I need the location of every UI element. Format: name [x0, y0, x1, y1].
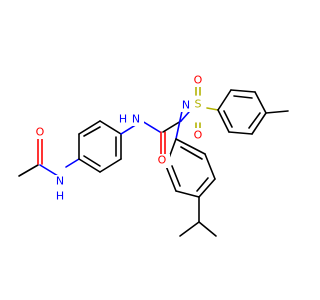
- ring2-bond-6: [217, 109, 230, 133]
- bond-acetyl-c-n: [39, 164, 59, 177]
- atom-oxygen-sulfonyl-bottom: O: [194, 129, 203, 142]
- bond-n-ring3: [175, 110, 183, 140]
- ring2-inner-1: [233, 95, 253, 99]
- ring2-bond-5: [228, 131, 253, 135]
- ring3-inner-2: [196, 177, 209, 192]
- ring1-bond-5: [99, 158, 122, 173]
- bond-n-ring1: [65, 158, 80, 168]
- ring1-inner-3: [83, 155, 101, 167]
- ring1-inner-1: [83, 126, 101, 137]
- bond-ring2-methyl: [265, 110, 289, 114]
- ring2-bond-3: [254, 91, 267, 114]
- ring3-inner-1: [171, 165, 181, 187]
- ring2-bond-4: [251, 112, 267, 135]
- bond-nh-carbonyl: [141, 120, 161, 133]
- ring3-bond-4: [198, 178, 216, 198]
- ring3-bond-2: [165, 165, 177, 192]
- atom-hydrogen-amide: H: [119, 113, 127, 126]
- bond-carbonyl-ch2: [162, 120, 182, 133]
- atom-nitrogen-sulfonamide: N: [182, 99, 190, 112]
- atom-oxygen-sulfonyl-top: O: [194, 74, 203, 87]
- bond-ch-methyl-left: [179, 221, 200, 237]
- atom-labels: O N H H N O N S O O: [32, 73, 206, 203]
- ring2-inner-3: [223, 110, 233, 128]
- atom-oxygen-amide: O: [158, 154, 167, 167]
- ring3-bond-5: [204, 153, 216, 180]
- bond-ch-methyl-right: [198, 221, 217, 237]
- ring1-bond-2: [78, 120, 101, 135]
- bond-methyl-carbonyl: [18, 164, 39, 177]
- ring3-bond-6: [175, 138, 206, 155]
- ring3-bond-3: [175, 190, 200, 198]
- bond-ch2-n: [180, 111, 190, 122]
- atom-oxygen-acetyl: O: [36, 126, 45, 139]
- bond-s-ring2: [206, 107, 219, 111]
- atom-nitrogen-acetyl: N: [56, 175, 64, 188]
- ring1-bond-6: [78, 158, 101, 173]
- bonds: [18, 85, 289, 237]
- atom-hydrogen-acetyl: H: [56, 190, 64, 203]
- ring1-bond-3: [99, 120, 122, 135]
- molecule-structure: O N H H N O N S O O: [18, 73, 289, 237]
- ring2-inner-2: [248, 112, 261, 129]
- ring3-inner-3: [180, 146, 203, 160]
- atom-sulfur: S: [195, 98, 202, 111]
- ring2-bond-2: [230, 89, 256, 93]
- ring2-bond-1: [217, 89, 232, 111]
- atom-nitrogen-amide: N: [132, 113, 140, 126]
